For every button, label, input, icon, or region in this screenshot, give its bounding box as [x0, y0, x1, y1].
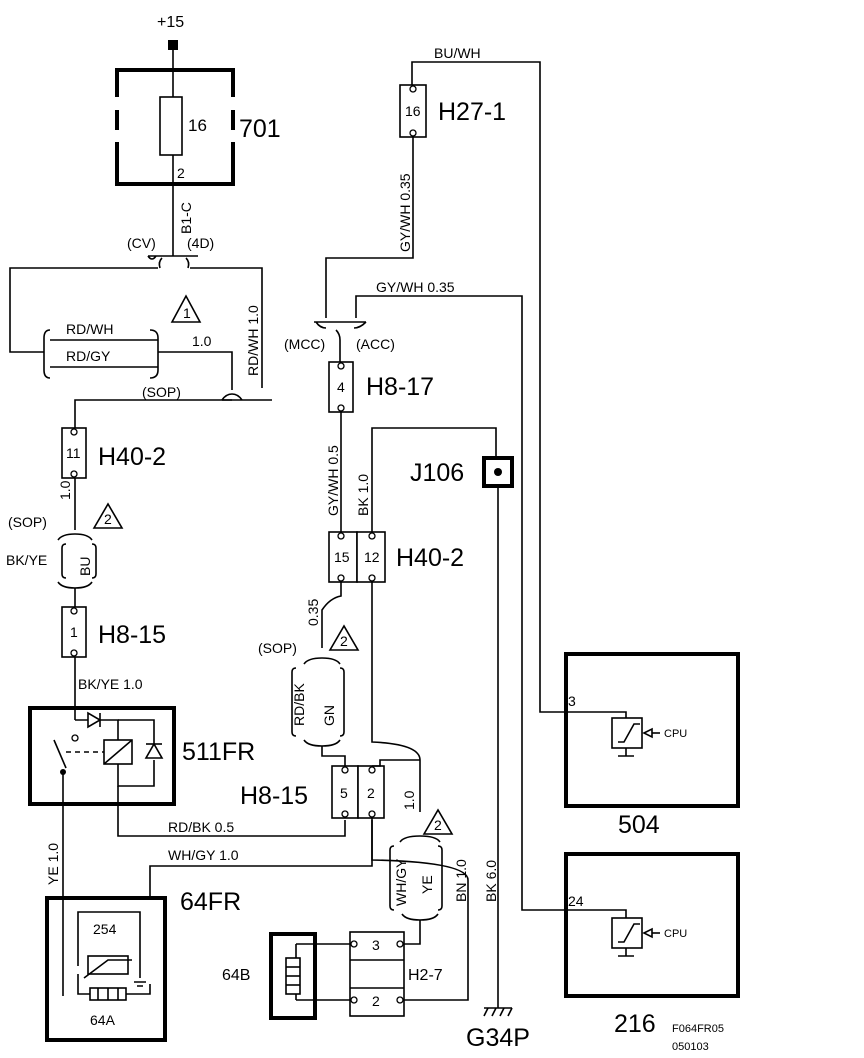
fuse-number: 16 [188, 116, 207, 135]
wire-rdbk: RD/BK [291, 683, 307, 726]
cpu-216: CPU [664, 928, 687, 940]
label-511fr: 511FR [182, 738, 255, 766]
wire-gywh-0p35-h: GY/WH 0.35 [376, 279, 455, 295]
label-64b: 64B [222, 967, 250, 984]
pin-5: 5 [340, 785, 348, 801]
ground-g34p: G34P [466, 1000, 530, 1052]
wire-bkye-1p0: BK/YE 1.0 [78, 676, 143, 692]
label-64a: 64A [90, 1012, 116, 1028]
wire-bn-1p0: BN 1.0 [453, 859, 469, 902]
wire-rdwh-vert: RD/WH 1.0 [245, 305, 261, 376]
wire-gywh-0p5: GY/WH 0.5 [325, 445, 341, 516]
component-701: 16 2 701 [115, 68, 281, 186]
label-h8-17: H8-17 [366, 373, 434, 401]
wire-buwh: BU/WH [434, 45, 481, 61]
note-2c: 2 [434, 817, 442, 833]
pin-3-504: 3 [568, 693, 576, 709]
pin-16-h27: 16 [405, 103, 421, 119]
label-h8-15-left: H8-15 [98, 621, 166, 649]
component-216: 24 CPU 216 [564, 852, 740, 1038]
label-216: 216 [614, 1010, 656, 1038]
connector-h8-15-left: 1 H8-15 [61, 606, 166, 658]
note-2a: 2 [104, 511, 112, 527]
wire-gn: GN [321, 705, 337, 726]
label-64fr: 64FR [180, 888, 241, 916]
connector-h2-7: 3 2 H2-7 [349, 931, 443, 1017]
connector-h27-1: 16 H27-1 [399, 84, 506, 138]
label-701: 701 [239, 115, 281, 143]
pin-2: 2 [367, 785, 375, 801]
supply-label: +15 [157, 14, 184, 31]
pin-1: 1 [70, 624, 78, 640]
wire-bk-1p0: BK 1.0 [355, 474, 371, 516]
pin-3-h2-7: 3 [372, 937, 380, 953]
pin-15: 15 [334, 549, 350, 565]
wire-whgy: WH/GY [393, 858, 409, 906]
label-h40-2-left: H40-2 [98, 443, 166, 471]
wire-bk-6p0: BK 6.0 [483, 860, 499, 902]
connector-h40-2-left: 11 H40-2 [61, 427, 166, 479]
label-sop-3: (SOP) [258, 640, 297, 656]
wire-rdwh: RD/WH [66, 321, 113, 337]
label-h8-15-mid: H8-15 [240, 782, 308, 810]
wire-bkye: BK/YE [6, 552, 47, 568]
wire-gywh-0p35-v: GY/WH 0.35 [397, 173, 413, 252]
label-mcc: (MCC) [284, 336, 325, 352]
wire-rdbk-0p5: RD/BK 0.5 [168, 819, 234, 835]
connector-j106: J106 [410, 456, 514, 488]
connector-h8-17: 4 H8-17 [328, 361, 434, 413]
fuse-symbol [159, 96, 183, 156]
label-sop-1: (SOP) [142, 384, 181, 400]
note-1: 1 [183, 305, 191, 321]
cpu-504: CPU [664, 728, 687, 740]
note-2b: 2 [340, 633, 348, 649]
connector-h40-2-mid: 15 12 H40-2 [328, 531, 464, 583]
wire-bu: BU [77, 557, 93, 576]
drawing-code-2: 050103 [672, 1041, 709, 1053]
connector-h8-15-mid: 5 2 H8-15 [240, 765, 385, 819]
wire-whgy-1p0: WH/GY 1.0 [168, 847, 239, 863]
drawing-code-1: F064FR05 [672, 1023, 724, 1035]
wire-1p0-c: 1.0 [401, 790, 417, 810]
wire-1p0-a: 1.0 [192, 333, 212, 349]
component-64b: 64B [222, 932, 350, 1020]
label-504: 504 [618, 811, 660, 839]
label-cv: (CV) [127, 235, 156, 251]
wire-ye-1p0: YE 1.0 [45, 843, 61, 885]
component-504: 3 CPU 504 [564, 652, 740, 839]
pin-2-h2-7: 2 [372, 993, 380, 1009]
label-h40-2-mid: H40-2 [396, 544, 464, 572]
pin-24-216: 24 [568, 893, 584, 909]
label-h27-1: H27-1 [438, 98, 506, 126]
pin-4: 4 [337, 379, 345, 395]
wire-ye: YE [419, 875, 435, 894]
pin-12: 12 [364, 549, 380, 565]
label-h2-7: H2-7 [408, 967, 443, 984]
supply-terminal [168, 40, 178, 50]
pin-11: 11 [66, 445, 81, 461]
component-64fr: 254 64A 64FR [45, 888, 241, 1042]
label-sop-2: (SOP) [8, 514, 47, 530]
wire-1p0-b: 1.0 [57, 480, 73, 500]
value-254: 254 [93, 921, 117, 937]
component-511fr: 511FR [28, 706, 255, 806]
label-acc: (ACC) [356, 336, 395, 352]
fuse-pin: 2 [177, 165, 185, 181]
wire-rdgy: RD/GY [66, 348, 111, 364]
wire-0p35: 0.35 [305, 599, 321, 626]
wire-b1c: B1-C [178, 202, 194, 234]
label-j106: J106 [410, 459, 464, 487]
label-g34p: G34P [466, 1024, 530, 1052]
label-4d: (4D) [187, 235, 214, 251]
